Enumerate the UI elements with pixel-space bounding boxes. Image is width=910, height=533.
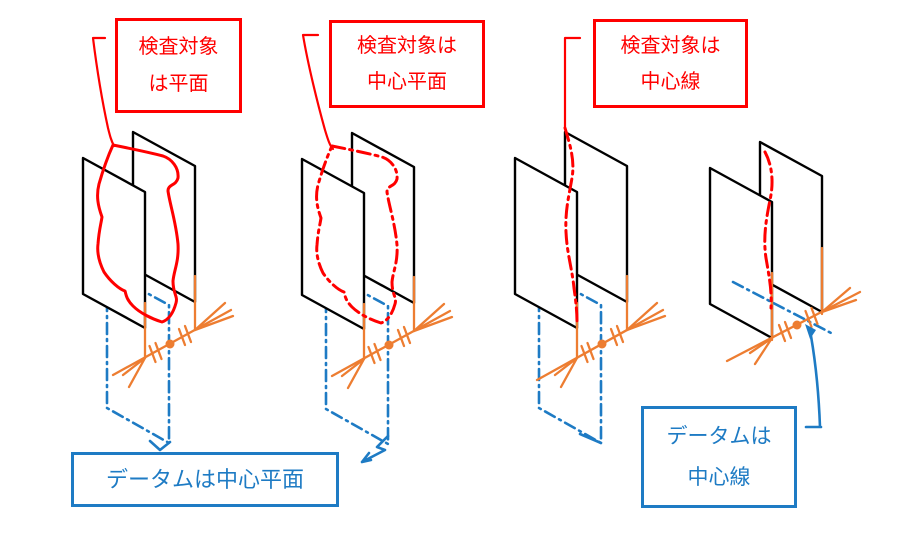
leader-inspection-center-plane <box>301 33 335 151</box>
callout-inspection-target-plane: 検査対象 は平面 <box>115 18 242 113</box>
callout-text-line: 検査対象は <box>620 34 721 57</box>
callout-datum-center-line: データムは 中心線 <box>641 406 797 508</box>
callout-datum-center-plane: データムは中心平面 <box>71 452 339 507</box>
figure-2-datum-center-plane <box>324 291 390 446</box>
figure-2-datum-target-line <box>330 275 454 390</box>
figure-3-wavy-center-line <box>563 126 579 324</box>
figure-1-datum-target-line <box>111 274 235 389</box>
callout-text-line: 検査対象は <box>357 35 457 57</box>
figure-2-wavy-center-plane <box>315 144 399 325</box>
figure-1-plane-target <box>81 130 235 445</box>
callout-text-line: 中心線 <box>687 465 751 489</box>
figure-1-wavy-surface <box>96 143 180 324</box>
callout-inspection-target-center-plane: 検査対象は 中心平面 <box>329 20 485 108</box>
callout-text-line: は平面 <box>148 72 209 95</box>
callout-text-line: データムは <box>666 424 772 448</box>
leader-inspection-center-line <box>563 36 582 130</box>
leader-inspection-plane <box>91 36 116 148</box>
figure-4-datum-center-line <box>731 280 835 336</box>
figure-4-wavy-center-line <box>763 150 774 310</box>
leader-datum-plane-arrow-2 <box>360 434 390 464</box>
leader-datum-center-line-arrow <box>804 324 823 429</box>
callout-text-line: データムは中心平面 <box>105 466 304 492</box>
callout-text-line: 中心平面 <box>367 71 447 93</box>
figure-4-datum-target-line <box>725 246 862 366</box>
callout-text-line: 検査対象 <box>138 35 219 58</box>
figure-3-center-line-target <box>513 126 667 445</box>
figure-2-center-plane-target <box>300 131 454 446</box>
figure-4-center-line-datum <box>708 140 862 366</box>
figure-3-datum-plane-tip <box>578 432 603 445</box>
leader-datum-plane-arrow-1 <box>148 439 172 452</box>
callout-inspection-target-center-line: 検査対象は 中心線 <box>593 19 748 108</box>
callout-text-line: 中心線 <box>640 70 701 93</box>
